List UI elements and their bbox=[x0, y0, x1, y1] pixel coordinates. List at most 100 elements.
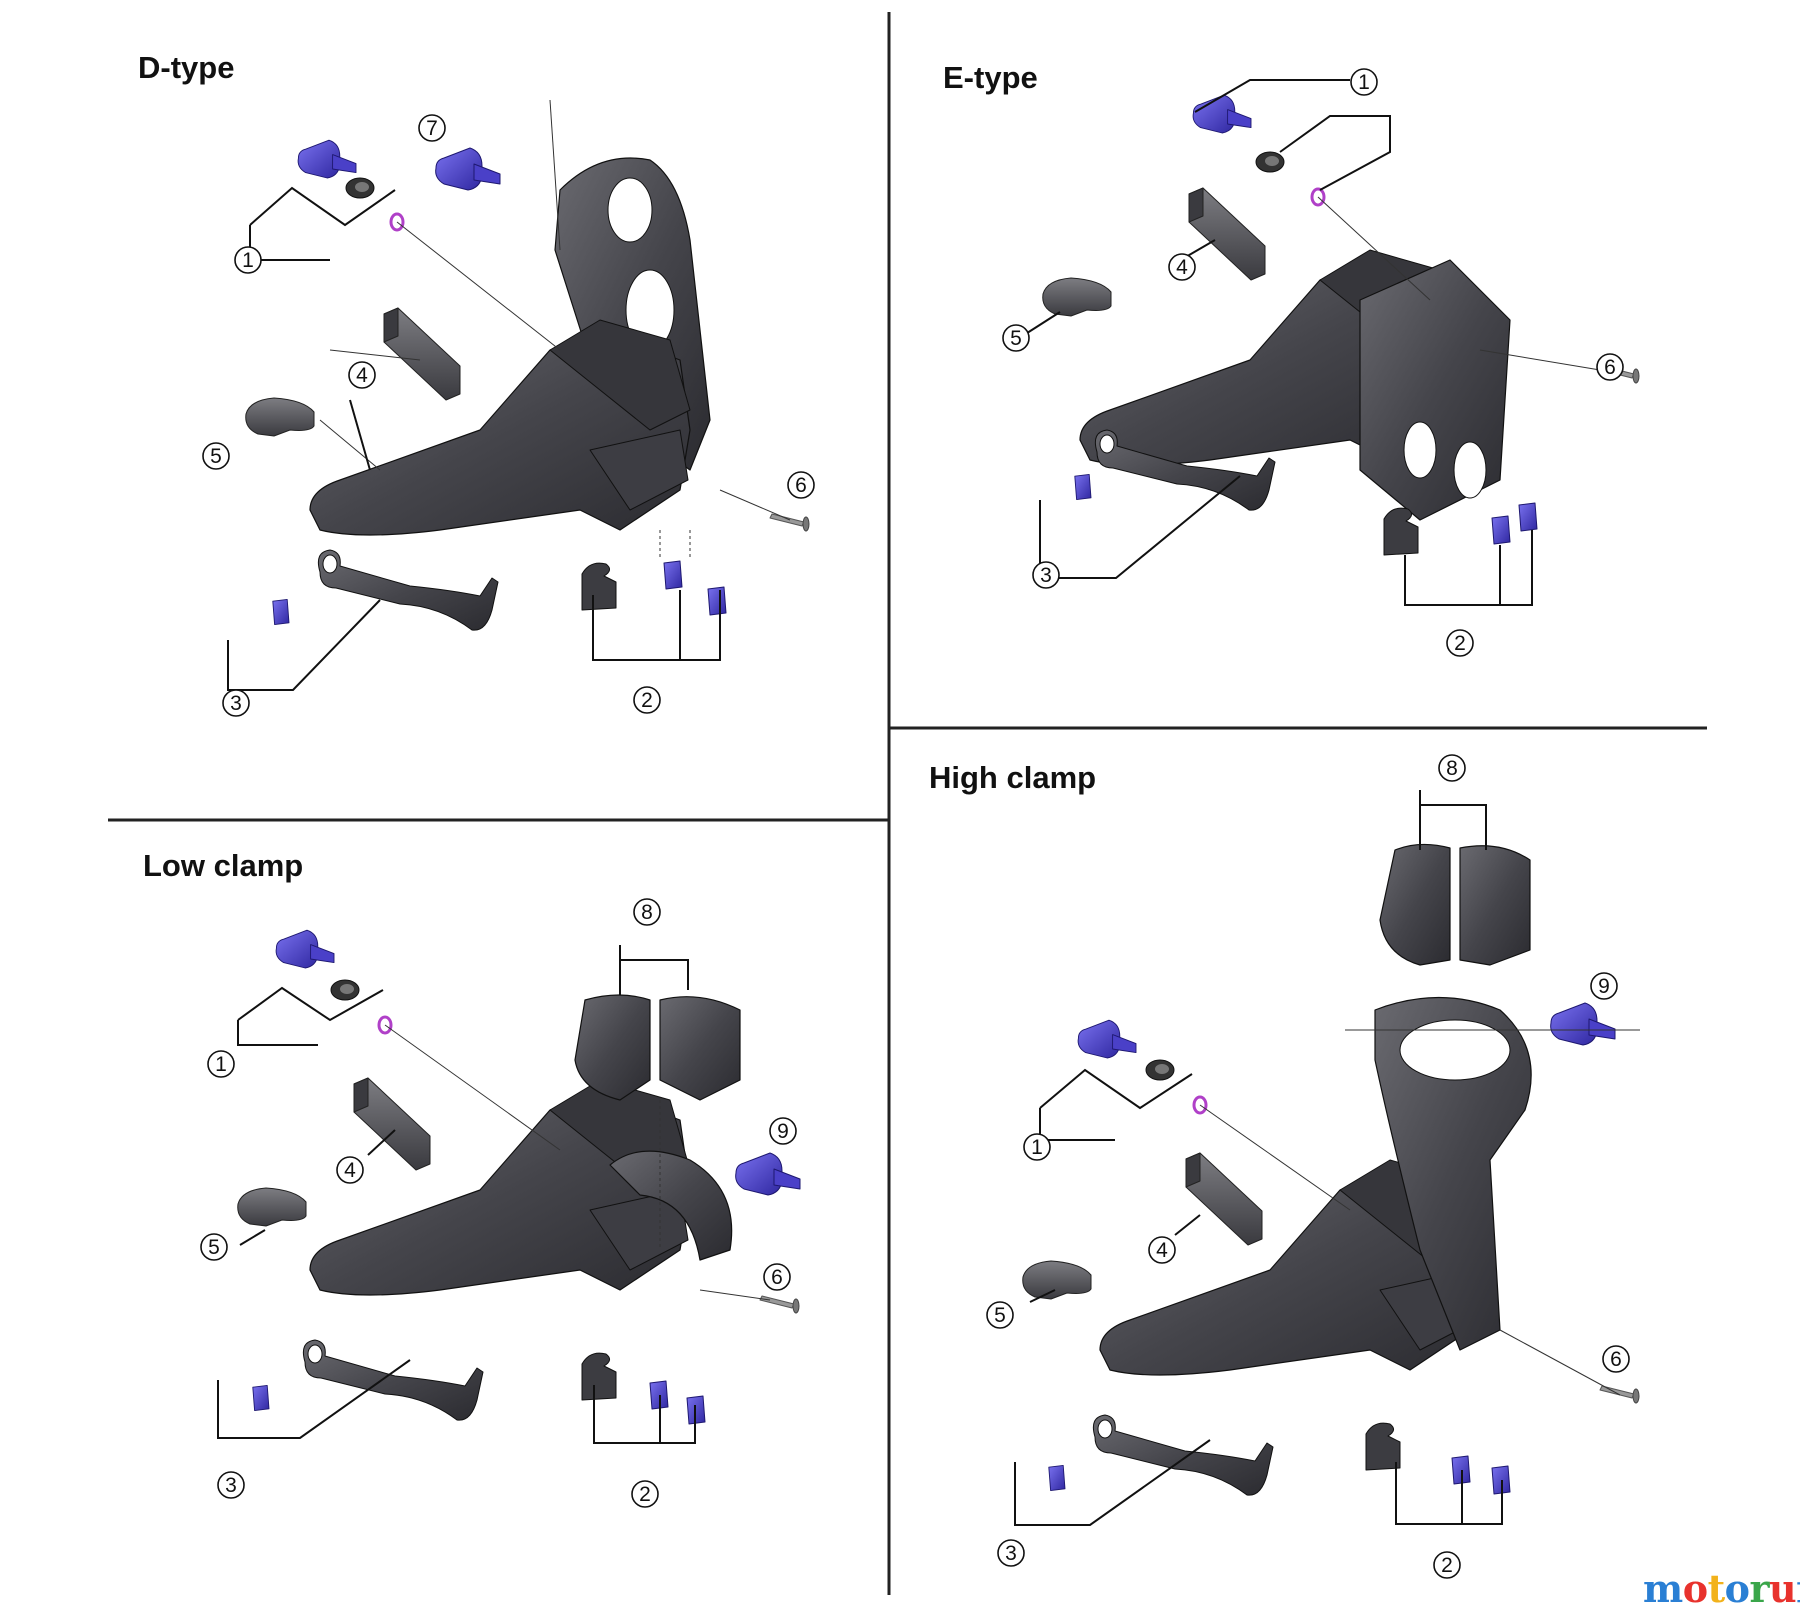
e-plate-hole-a bbox=[1403, 421, 1437, 479]
callout-number-1: 1 bbox=[242, 249, 254, 272]
leader-1 bbox=[1199, 1104, 1351, 1211]
clamp-bolt bbox=[1550, 1002, 1616, 1046]
bolt-head bbox=[435, 147, 483, 191]
e-plate-hole-b bbox=[1453, 441, 1487, 499]
watermark-letter: m bbox=[1643, 1566, 1683, 1611]
bracket-line-1b bbox=[1279, 115, 1391, 191]
bracket-line-1a bbox=[237, 986, 384, 1022]
leader-5 bbox=[319, 419, 381, 471]
watermark-letter: o bbox=[1682, 1566, 1708, 1611]
small-bolt bbox=[272, 598, 290, 626]
bracket-line-1b bbox=[249, 225, 330, 261]
link-arm-part bbox=[1094, 429, 1276, 511]
guide-body bbox=[1365, 1422, 1401, 1471]
callout-circle-6 bbox=[763, 1263, 791, 1291]
guide-bolt-part bbox=[1491, 515, 1511, 545]
plate-edge bbox=[383, 307, 399, 343]
pad-body bbox=[245, 397, 315, 437]
guide-bolt-part bbox=[1048, 1464, 1066, 1492]
bolt-shank bbox=[1112, 1034, 1137, 1054]
callout-circle-8 bbox=[633, 898, 661, 926]
leader-5 bbox=[1023, 311, 1061, 336]
callout-number-3: 3 bbox=[230, 692, 242, 715]
callout-circle-5 bbox=[1002, 324, 1030, 352]
link-arm-body bbox=[1094, 429, 1276, 511]
leader-4b bbox=[349, 399, 371, 471]
bolt-shank bbox=[310, 944, 335, 964]
small-bolt bbox=[252, 1384, 270, 1412]
watermark-letter: o bbox=[1724, 1566, 1750, 1611]
bracket-line-3 bbox=[1014, 1439, 1211, 1526]
callout-number-2: 2 bbox=[1454, 632, 1466, 655]
leader-5 bbox=[239, 1229, 266, 1246]
guide-bolt-part bbox=[252, 1384, 270, 1412]
callout-circle-4 bbox=[1168, 253, 1196, 281]
oring-part bbox=[1192, 1095, 1208, 1115]
fixing-bolt bbox=[1077, 1019, 1137, 1059]
oring-part bbox=[1310, 187, 1326, 207]
leader-5 bbox=[1029, 1289, 1056, 1303]
callout-circle-9 bbox=[769, 1117, 797, 1145]
clamp-opening bbox=[1399, 1019, 1511, 1081]
high-clamp-body bbox=[1374, 996, 1532, 1351]
direct-mount-bolt bbox=[435, 147, 501, 191]
bracket-line-3 bbox=[1039, 475, 1241, 579]
bracket-line-8a bbox=[619, 945, 689, 990]
clamp-band-left bbox=[574, 994, 651, 1101]
pad-body bbox=[237, 1187, 307, 1227]
callout-circle-4 bbox=[348, 361, 376, 389]
leader-1 bbox=[1317, 196, 1431, 301]
callout-circle-1 bbox=[1350, 68, 1378, 96]
bolt-shank bbox=[773, 1168, 801, 1190]
panel-title-d-type: D-type bbox=[138, 50, 235, 85]
clamp-ring bbox=[609, 1150, 733, 1261]
callout-circle-6 bbox=[1596, 353, 1624, 381]
link-arm-part bbox=[317, 549, 499, 631]
guide-body bbox=[581, 562, 617, 611]
callout-number-5: 5 bbox=[208, 1236, 220, 1259]
leader-6 bbox=[1479, 349, 1601, 371]
callout-number-1: 1 bbox=[1031, 1136, 1043, 1159]
bolt-head bbox=[1192, 94, 1236, 134]
panel-title-e-type: E-type bbox=[943, 60, 1038, 95]
fixing-bolt bbox=[275, 929, 335, 969]
guide-bolt-part bbox=[663, 560, 683, 590]
plate-edge bbox=[353, 1077, 369, 1113]
bracket-line-1b bbox=[1039, 1108, 1115, 1141]
callout-circle-4 bbox=[336, 1156, 364, 1184]
callout-circle-5 bbox=[200, 1233, 228, 1261]
callout-number-5: 5 bbox=[1010, 327, 1022, 350]
callout-circle-6 bbox=[1602, 1345, 1630, 1373]
front-derailleur-body bbox=[309, 319, 691, 536]
callout-circle-3 bbox=[1032, 561, 1060, 589]
callout-number-2: 2 bbox=[641, 689, 653, 712]
cable-guide-part bbox=[1365, 1422, 1401, 1471]
leader-6 bbox=[719, 489, 791, 521]
fixing-bolt bbox=[1192, 94, 1252, 134]
callout-number-2: 2 bbox=[639, 1483, 651, 1506]
oring-part bbox=[389, 212, 405, 232]
callout-number-6: 6 bbox=[795, 474, 807, 497]
support-plate-part bbox=[1185, 1152, 1263, 1246]
callout-circle-2 bbox=[633, 686, 661, 714]
callout-circle-3 bbox=[222, 689, 250, 717]
callout-number-4: 4 bbox=[1176, 256, 1188, 279]
chain-guide-pad-part bbox=[1022, 1260, 1092, 1300]
adjust-screw-part bbox=[769, 513, 810, 532]
clamp-band-left bbox=[1379, 843, 1451, 966]
watermark-logo: motoruf.de bbox=[1643, 1566, 1800, 1611]
screw-shank bbox=[769, 513, 805, 527]
e-plate-body bbox=[1359, 259, 1511, 521]
link-arm-body bbox=[1092, 1414, 1274, 1496]
screw-shank bbox=[1599, 1385, 1635, 1399]
link-arm-part bbox=[1092, 1414, 1274, 1496]
screw-shank bbox=[759, 1295, 795, 1309]
callout-circle-1 bbox=[207, 1050, 235, 1078]
leader-4 bbox=[329, 349, 421, 361]
guide-bolt-part bbox=[272, 598, 290, 626]
e-type-plate bbox=[1359, 259, 1511, 521]
support-plate-part bbox=[383, 307, 461, 401]
callout-circle-2 bbox=[1446, 629, 1474, 657]
bracket-line-3 bbox=[227, 599, 381, 691]
callout-number-1: 1 bbox=[215, 1053, 227, 1076]
